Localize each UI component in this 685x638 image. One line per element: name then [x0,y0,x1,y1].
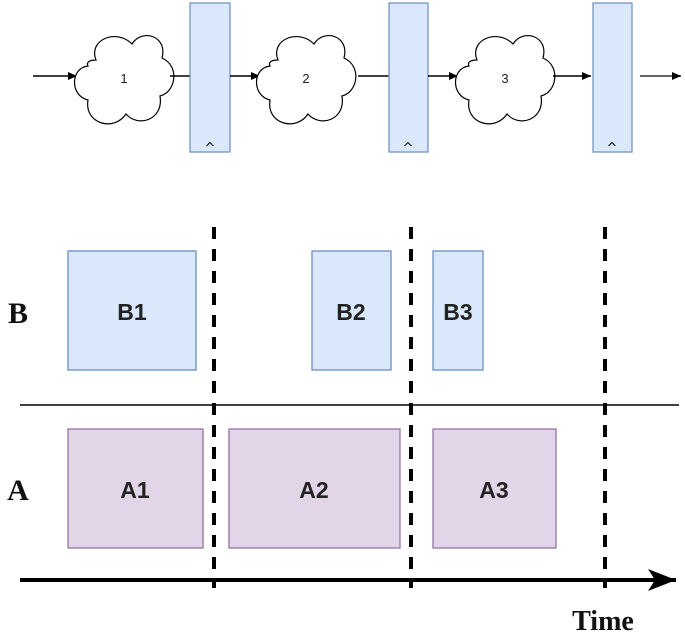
task-b2-label: B2 [336,299,365,325]
timing-diagram: B B1 B2 B3 A A1 A2 A3 Time [7,227,679,637]
task-a2-label: A2 [299,477,328,503]
stage-1-label: 1 [120,71,127,86]
stage-1-cloud: 1 [73,34,175,125]
task-a3-label: A3 [479,477,508,503]
stage-2-cloud: 2 [255,34,357,125]
pipeline-register-3 [592,2,633,153]
register-2-clock-mark: ^ [403,141,414,156]
task-b1-label: B1 [117,299,147,325]
stage-3-cloud: 3 [454,34,556,125]
register-3-clock-mark: ^ [607,141,618,156]
task-a1-label: A1 [120,477,150,503]
task-b2 [311,250,392,371]
register-1-clock-mark: ^ [205,141,216,156]
task-b3 [432,250,484,371]
row-label-b: B [8,297,28,330]
task-b1 [67,250,197,371]
task-a2 [228,428,401,549]
pipeline-register-1 [189,2,231,153]
stage-2-label: 2 [302,71,309,86]
time-axis-label: Time [572,606,634,637]
task-a1 [67,428,204,549]
task-b3-label: B3 [443,299,472,325]
pipeline-register-2 [388,2,429,153]
stage-3-label: 3 [501,71,508,86]
pipeline: 1 ^ 2 ^ 3 ^ [33,2,681,156]
task-a3 [432,428,557,549]
row-label-a: A [7,474,29,507]
